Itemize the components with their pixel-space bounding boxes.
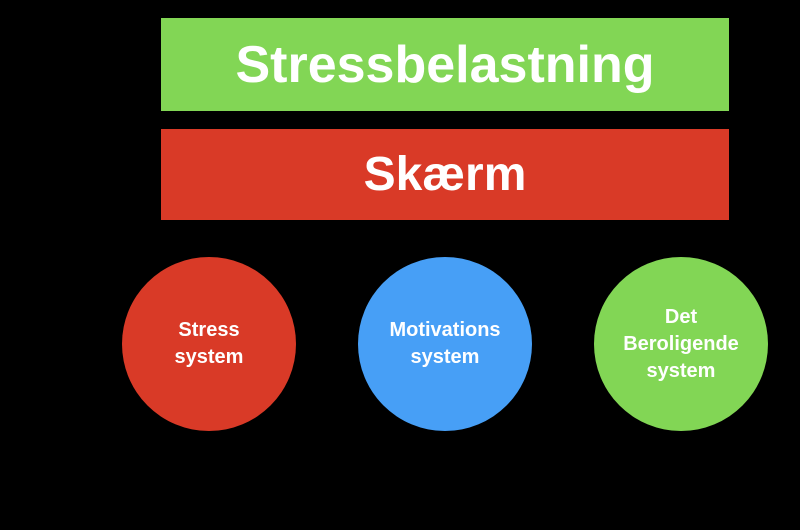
circle-label-line: system <box>174 346 244 368</box>
circle-label-line: Det <box>664 305 698 328</box>
circle-label-line: system <box>646 359 716 382</box>
skaerm-label: Skærm <box>363 148 527 201</box>
stressbelastning-label: Stressbelastning <box>235 35 655 94</box>
motivations-system-circle: Motivations system <box>358 257 532 431</box>
skaerm-banner: Skærm <box>161 129 729 220</box>
stressbelastning-banner: Stressbelastning <box>161 18 729 111</box>
stress-system-circle: Stress system <box>122 257 296 431</box>
circle-label-line: Stress <box>178 319 240 341</box>
circle-label-line: system <box>410 346 480 368</box>
beroligende-system-circle: Det Beroligende system <box>594 257 768 431</box>
circle-label-line: Motivations <box>389 319 501 341</box>
circle-label-line: Beroligende <box>623 332 739 355</box>
